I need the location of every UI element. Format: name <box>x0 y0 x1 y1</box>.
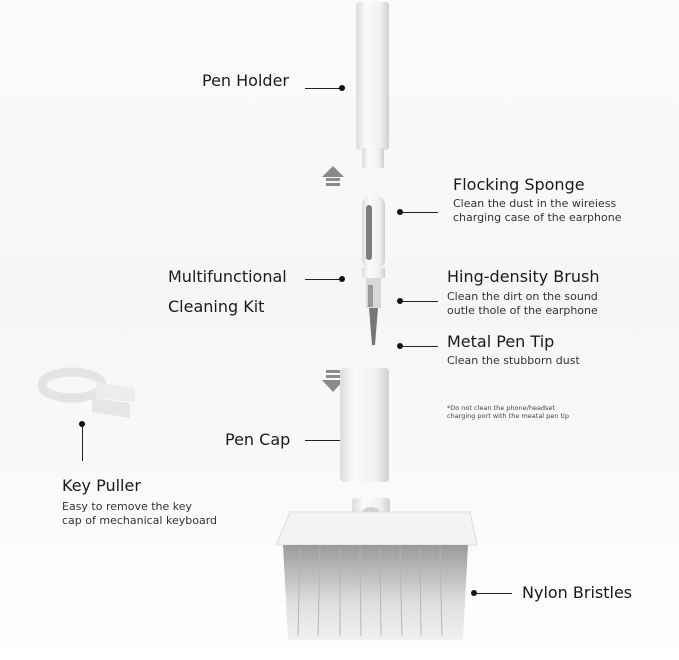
callout-line <box>400 346 438 347</box>
down-arrow-icon <box>322 370 344 392</box>
flocking-sponge-desc-1: Clean the dust in the wireiess <box>453 197 617 210</box>
multifunctional-label-2: Cleaning Kit <box>168 297 265 316</box>
nylon-bristles-label: Nylon Bristles <box>522 583 633 602</box>
up-arrow-icon <box>322 166 344 186</box>
callout-line <box>400 212 438 213</box>
pen-cap-label: Pen Cap <box>225 430 291 449</box>
pen-holder-part <box>356 2 389 168</box>
metal-tip-title: Metal Pen Tip <box>447 332 555 351</box>
pen-cap-part <box>340 368 389 482</box>
brush-title: Hing-density Brush <box>447 267 600 286</box>
key-puller-part <box>37 367 135 418</box>
key-puller-desc-1: Easy to remove the key <box>62 500 193 513</box>
callout-line <box>400 301 438 302</box>
callout-line <box>305 88 342 89</box>
flocking-sponge-desc-2: charging case of the earphone <box>453 211 622 224</box>
callout-line <box>305 440 340 441</box>
warning-note-2: charging port with the meatal pen tip <box>447 412 569 420</box>
warning-note-1: *Do not clean the phone/headset <box>447 404 555 412</box>
brush-desc-2: outle thole of the earphone <box>447 304 598 317</box>
multifunctional-label-1: Multifunctional <box>168 267 287 286</box>
callout-dot <box>339 276 345 282</box>
key-puller-desc-2: cap of mechanical keyboard <box>62 514 217 527</box>
flocking-sponge-title: Flocking Sponge <box>453 175 585 194</box>
callout-line <box>305 279 342 280</box>
key-puller-title: Key Puller <box>62 476 141 495</box>
brush-head-part <box>275 498 478 640</box>
pen-holder-label: Pen Holder <box>202 71 289 90</box>
callout-line <box>82 424 83 461</box>
metal-tip-desc: Clean the stubborn dust <box>447 354 580 367</box>
brush-desc-1: Clean the dirt on the sound <box>447 290 598 303</box>
cleaning-pen-part <box>362 195 385 345</box>
callout-line <box>474 593 512 594</box>
callout-dot <box>339 85 345 91</box>
